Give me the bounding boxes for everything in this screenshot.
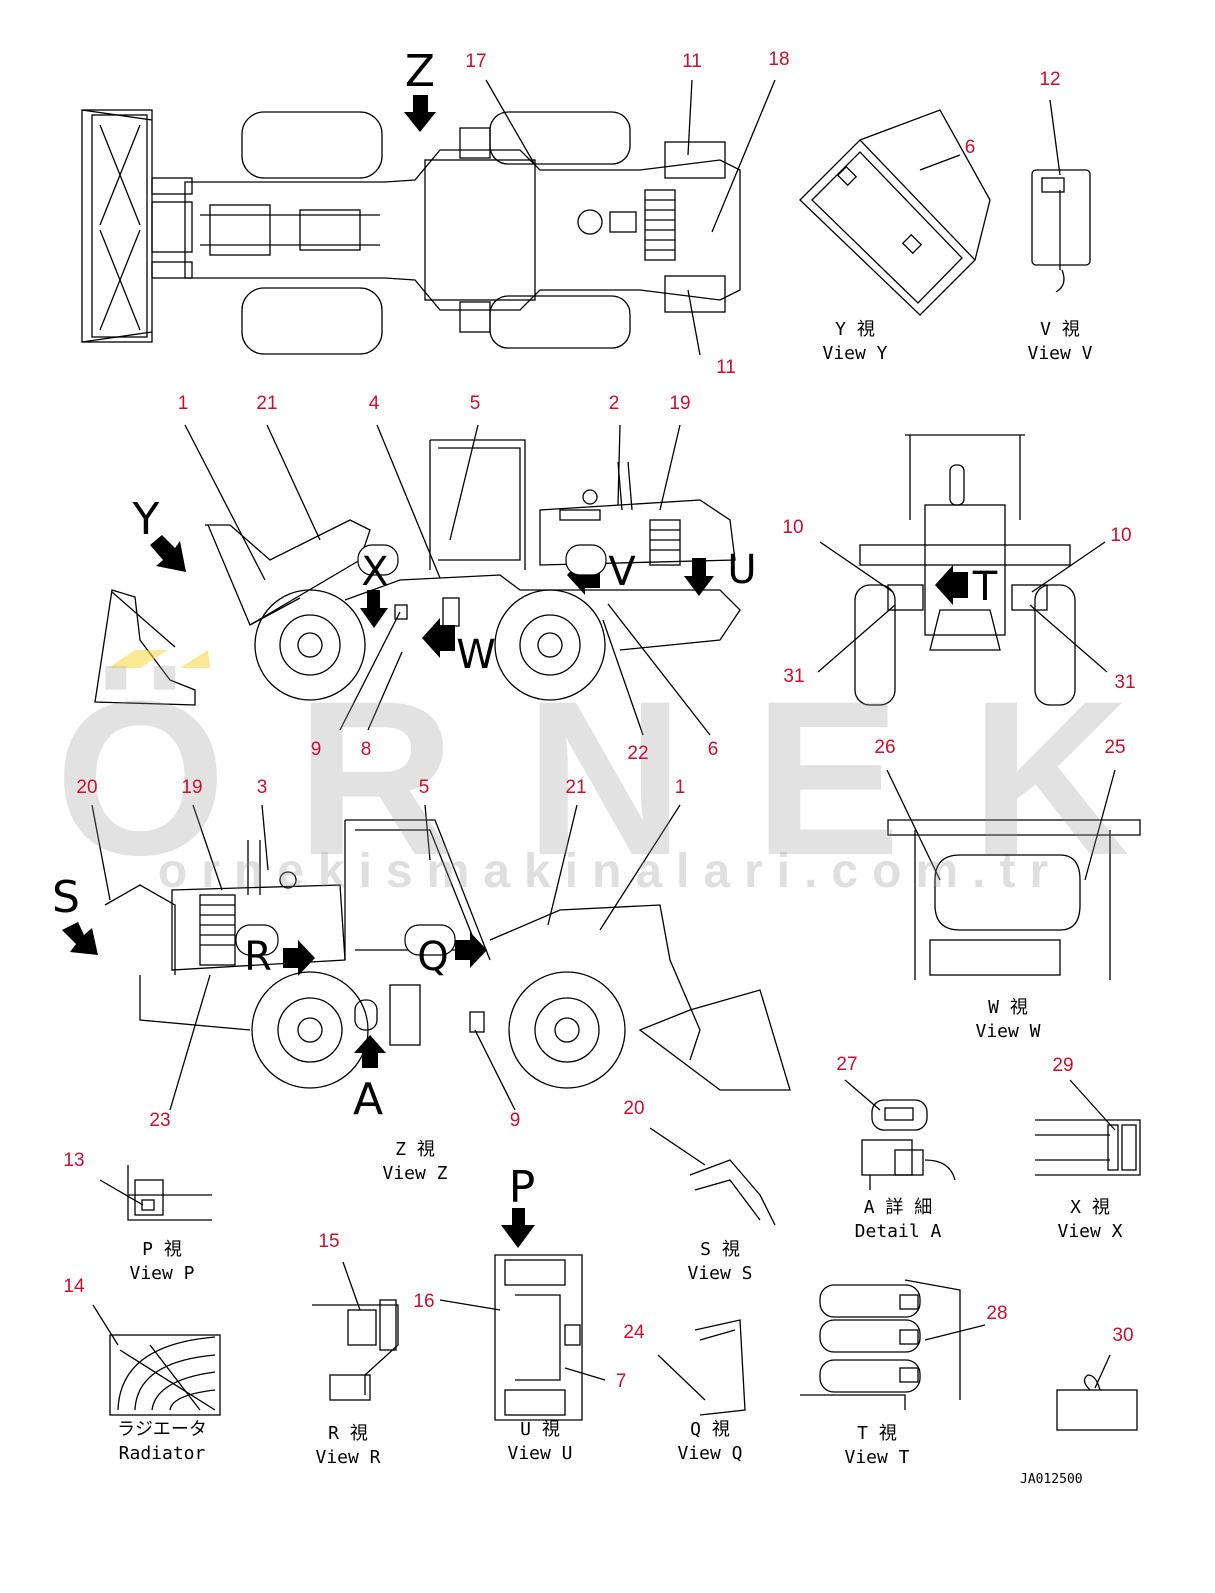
view-u-drawing bbox=[494, 1254, 583, 1421]
callout-21-right: 21 bbox=[256, 393, 278, 414]
callout-31-left: 31 bbox=[783, 666, 805, 687]
view-q-drawing bbox=[694, 1319, 746, 1416]
caption-view-w: W 視 View W bbox=[975, 997, 1041, 1042]
callout-11-bottom: 11 bbox=[716, 357, 736, 378]
arrow-s bbox=[62, 922, 98, 955]
letter-p: P bbox=[508, 1162, 536, 1213]
letter-u: U bbox=[727, 547, 757, 593]
callout-13: 13 bbox=[63, 1150, 85, 1171]
letter-w: W bbox=[456, 632, 496, 678]
arrow-z bbox=[404, 95, 436, 132]
detail-a-drawing bbox=[861, 1099, 956, 1190]
arrow-y bbox=[150, 535, 186, 572]
callout-20-right: 20 bbox=[623, 1098, 645, 1119]
watermark-url: ornekismakinalari.com.tr bbox=[157, 845, 1063, 898]
callout-27: 27 bbox=[836, 1054, 858, 1075]
callout-6-side: 6 bbox=[707, 739, 719, 760]
letter-q: Q bbox=[417, 934, 449, 980]
callout-21-left: 21 bbox=[565, 777, 587, 798]
plan-view-drawing bbox=[81, 109, 741, 355]
callout-3: 3 bbox=[256, 777, 268, 798]
callout-30: 30 bbox=[1112, 1325, 1134, 1346]
callout-5-right: 5 bbox=[469, 393, 481, 414]
callout-4: 4 bbox=[368, 393, 380, 414]
letter-z: Z bbox=[404, 46, 436, 97]
caption-view-p: P 視 View P bbox=[129, 1239, 195, 1284]
view-t-drawing bbox=[800, 1279, 961, 1410]
callout-1-left: 1 bbox=[674, 777, 686, 798]
callout-2: 2 bbox=[608, 393, 620, 414]
callout-20-left: 20 bbox=[76, 777, 98, 798]
callout-11-top: 11 bbox=[682, 51, 702, 72]
caption-view-s: S 視 View S bbox=[687, 1239, 753, 1284]
callout-15: 15 bbox=[318, 1231, 340, 1252]
caption-view-t: T 視 View T bbox=[844, 1423, 910, 1468]
arrow-a bbox=[354, 1035, 386, 1068]
view-p-drawing bbox=[127, 1165, 212, 1221]
caption-view-y: Y 視 View Y bbox=[822, 319, 888, 364]
callout-12: 12 bbox=[1039, 69, 1061, 90]
arrow-u bbox=[684, 558, 714, 596]
callout-10-right: 10 bbox=[1110, 525, 1132, 546]
arrow-x bbox=[360, 590, 388, 628]
callout-9-right: 9 bbox=[310, 739, 322, 760]
callout-28: 28 bbox=[986, 1303, 1008, 1324]
callout-26: 26 bbox=[874, 737, 896, 758]
arrow-w bbox=[422, 618, 455, 658]
view-r-drawing bbox=[312, 1299, 399, 1401]
arrow-q bbox=[455, 932, 487, 968]
callout-16: 16 bbox=[413, 1291, 435, 1312]
callout-6-view-y: 6 bbox=[964, 137, 976, 158]
view-s-drawing bbox=[689, 1159, 776, 1226]
arrow-p bbox=[501, 1208, 535, 1248]
view-x-drawing bbox=[1035, 1119, 1141, 1176]
callout-14: 14 bbox=[63, 1276, 85, 1297]
callout-9-left: 9 bbox=[509, 1110, 521, 1131]
view-v-drawing bbox=[1031, 169, 1091, 293]
letter-v: V bbox=[608, 549, 636, 595]
callout-8: 8 bbox=[360, 739, 372, 760]
radiator-drawing bbox=[109, 1334, 221, 1416]
callout-19-left: 19 bbox=[181, 777, 203, 798]
view-y-drawing bbox=[799, 109, 991, 316]
callout-24: 24 bbox=[623, 1322, 645, 1343]
caption-view-v: V 視 View V bbox=[1027, 319, 1093, 364]
letter-y: Y bbox=[132, 494, 160, 545]
letter-a: A bbox=[352, 1074, 384, 1125]
item-30-tag-drawing bbox=[1056, 1389, 1138, 1431]
callout-5-left: 5 bbox=[418, 777, 430, 798]
view-w-drawing bbox=[887, 819, 1141, 980]
letter-s: S bbox=[52, 872, 80, 923]
callout-10-left: 10 bbox=[782, 517, 804, 538]
callout-1-right: 1 bbox=[177, 393, 189, 414]
callout-23: 23 bbox=[149, 1110, 171, 1131]
callout-25: 25 bbox=[1104, 737, 1126, 758]
caption-view-x: X 視 View X bbox=[1057, 1197, 1123, 1242]
letter-t: T bbox=[972, 564, 998, 610]
callout-31-right: 31 bbox=[1114, 672, 1136, 693]
letter-r: R bbox=[244, 934, 272, 980]
caption-radiator: ラジエータ Radiator bbox=[117, 1419, 207, 1464]
watermark-text: ÖRNEK bbox=[55, 655, 1200, 901]
caption-detail-a: A 詳 細 Detail A bbox=[854, 1197, 942, 1242]
callout-18: 18 bbox=[768, 49, 790, 70]
callout-22: 22 bbox=[627, 743, 649, 764]
arrow-t bbox=[935, 565, 968, 605]
arrow-r bbox=[283, 940, 315, 976]
callout-29: 29 bbox=[1052, 1055, 1074, 1076]
callout-7: 7 bbox=[615, 1371, 627, 1392]
caption-view-u: U 視 View U bbox=[507, 1419, 573, 1464]
letter-x: X bbox=[361, 549, 389, 595]
caption-view-q: Q 視 View Q bbox=[677, 1419, 743, 1464]
caption-view-r: R 視 View R bbox=[315, 1423, 381, 1468]
drawing-code: JA012500 bbox=[1020, 1472, 1083, 1487]
left-side-view-drawing bbox=[104, 819, 791, 1091]
callout-17: 17 bbox=[465, 51, 487, 72]
callout-19-right: 19 bbox=[669, 393, 691, 414]
caption-view-z: Z 視 View Z bbox=[382, 1139, 448, 1184]
